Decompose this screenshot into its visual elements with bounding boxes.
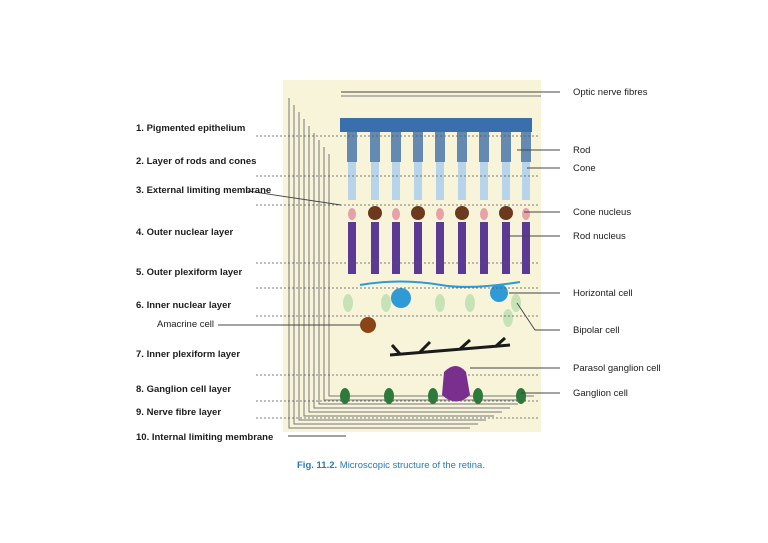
rod-body <box>436 222 444 274</box>
ganglion-cell <box>384 388 394 404</box>
bipolar-cell <box>381 294 391 312</box>
rod-inner-segment <box>348 162 356 200</box>
cone-body <box>414 222 422 274</box>
cone-outer-segment <box>413 132 423 162</box>
optic-nerve-fibre <box>303 119 494 417</box>
rod-outer-segment <box>479 132 489 162</box>
rod-nucleus <box>480 208 488 220</box>
label-outer-plexiform-layer: 5. Outer plexiform layer <box>136 267 242 278</box>
label-pigmented-epithelium: 1. Pigmented epithelium <box>136 123 245 134</box>
label-leader-line <box>516 302 560 331</box>
cone-body <box>502 222 510 274</box>
label-rod: Rod <box>573 145 590 156</box>
bipolar-cell <box>511 294 521 312</box>
horizontal-cell-process <box>359 280 521 288</box>
rod-body <box>522 222 530 274</box>
optic-nerve-fibre <box>313 133 510 409</box>
label-amacrine-cell: Amacrine cell <box>157 319 214 330</box>
rod-outer-segment <box>435 132 445 162</box>
label-internal-limiting-membrane: 10. Internal limiting membrane <box>136 432 273 443</box>
rod-body <box>480 222 488 274</box>
dendritic-branches <box>389 336 511 357</box>
rod-inner-segment <box>436 162 444 200</box>
bipolar-cell <box>343 294 353 312</box>
label-optic-nerve-fibres: Optic nerve fibres <box>573 87 648 98</box>
label-bipolar-cell: Bipolar cell <box>573 325 619 336</box>
optic-nerve-fibre <box>288 98 470 429</box>
ganglion-cell <box>473 388 483 404</box>
cone-nucleus <box>411 206 425 220</box>
cone-inner-segment <box>458 162 466 200</box>
rod-body <box>348 222 356 274</box>
ganglion-cell <box>340 388 350 404</box>
cone-inner-segment <box>502 162 510 200</box>
rod-outer-segment <box>521 132 531 162</box>
cone-nucleus <box>455 206 469 220</box>
rod-nucleus <box>436 208 444 220</box>
label-external-limiting-membrane: 3. External limiting membrane <box>136 185 271 196</box>
label-ganglion-cell-layer: 8. Ganglion cell layer <box>136 384 231 395</box>
rod-inner-segment <box>392 162 400 200</box>
label-leader-lines <box>218 91 560 437</box>
label-nerve-fibre-layer: 9. Nerve fibre layer <box>136 407 221 418</box>
ganglion-cell <box>516 388 526 404</box>
diagram-panel <box>283 80 541 432</box>
label-rod-nucleus: Rod nucleus <box>573 231 626 242</box>
optic-nerve-fibre <box>308 126 502 413</box>
label-leader-line <box>247 190 342 206</box>
label-horizontal-cell: Horizontal cell <box>573 288 633 299</box>
horizontal-cell <box>391 288 411 308</box>
optic-nerve-fibre <box>318 140 518 405</box>
ganglion-cell <box>428 388 438 404</box>
bipolar-cell <box>435 294 445 312</box>
rod-inner-segment <box>522 162 530 200</box>
cone-body <box>371 222 379 274</box>
cone-outer-segment <box>457 132 467 162</box>
cone-inner-segment <box>414 162 422 200</box>
label-inner-nuclear-layer: 6. Inner nuclear layer <box>136 300 231 311</box>
label-cone-nucleus: Cone nucleus <box>573 207 631 218</box>
bipolar-cell <box>465 294 475 312</box>
label-ganglion-cell: Ganglion cell <box>573 388 628 399</box>
cone-outer-segment <box>370 132 380 162</box>
horizontal-cell <box>490 284 508 302</box>
rod-nucleus <box>392 208 400 220</box>
cone-nucleus <box>499 206 513 220</box>
label-cone: Cone <box>573 163 596 174</box>
amacrine-cell <box>360 317 376 333</box>
cone-body <box>458 222 466 274</box>
rod-outer-segment <box>347 132 357 162</box>
cone-nucleus <box>368 206 382 220</box>
optic-nerve-fibre <box>293 105 478 425</box>
pigmented-epithelium-band <box>340 118 532 132</box>
label-inner-plexiform-layer: 7. Inner plexiform layer <box>136 349 240 360</box>
right-labels: Optic nerve fibres Rod Cone Cone nucleus… <box>573 87 661 399</box>
rod-outer-segment <box>391 132 401 162</box>
retina-cells <box>340 118 532 404</box>
rod-body <box>392 222 400 274</box>
label-parasol-ganglion-cell: Parasol ganglion cell <box>573 363 661 374</box>
label-outer-nuclear-layer: 4. Outer nuclear layer <box>136 227 233 238</box>
bipolar-cell <box>503 309 513 327</box>
optic-nerve-fibre <box>298 112 486 421</box>
optic-nerve-fibres <box>288 95 541 429</box>
label-layer-of-rods-and-cones: 2. Layer of rods and cones <box>136 156 256 167</box>
rod-nucleus <box>348 208 356 220</box>
layer-guide-lines <box>256 135 540 419</box>
cone-outer-segment <box>501 132 511 162</box>
cone-inner-segment <box>371 162 379 200</box>
rod-nucleus <box>522 208 530 220</box>
left-labels: 1. Pigmented epithelium 2. Layer of rods… <box>136 123 273 443</box>
rod-inner-segment <box>480 162 488 200</box>
figure-caption: Fig. 11.2. Microscopic structure of the … <box>297 460 485 471</box>
